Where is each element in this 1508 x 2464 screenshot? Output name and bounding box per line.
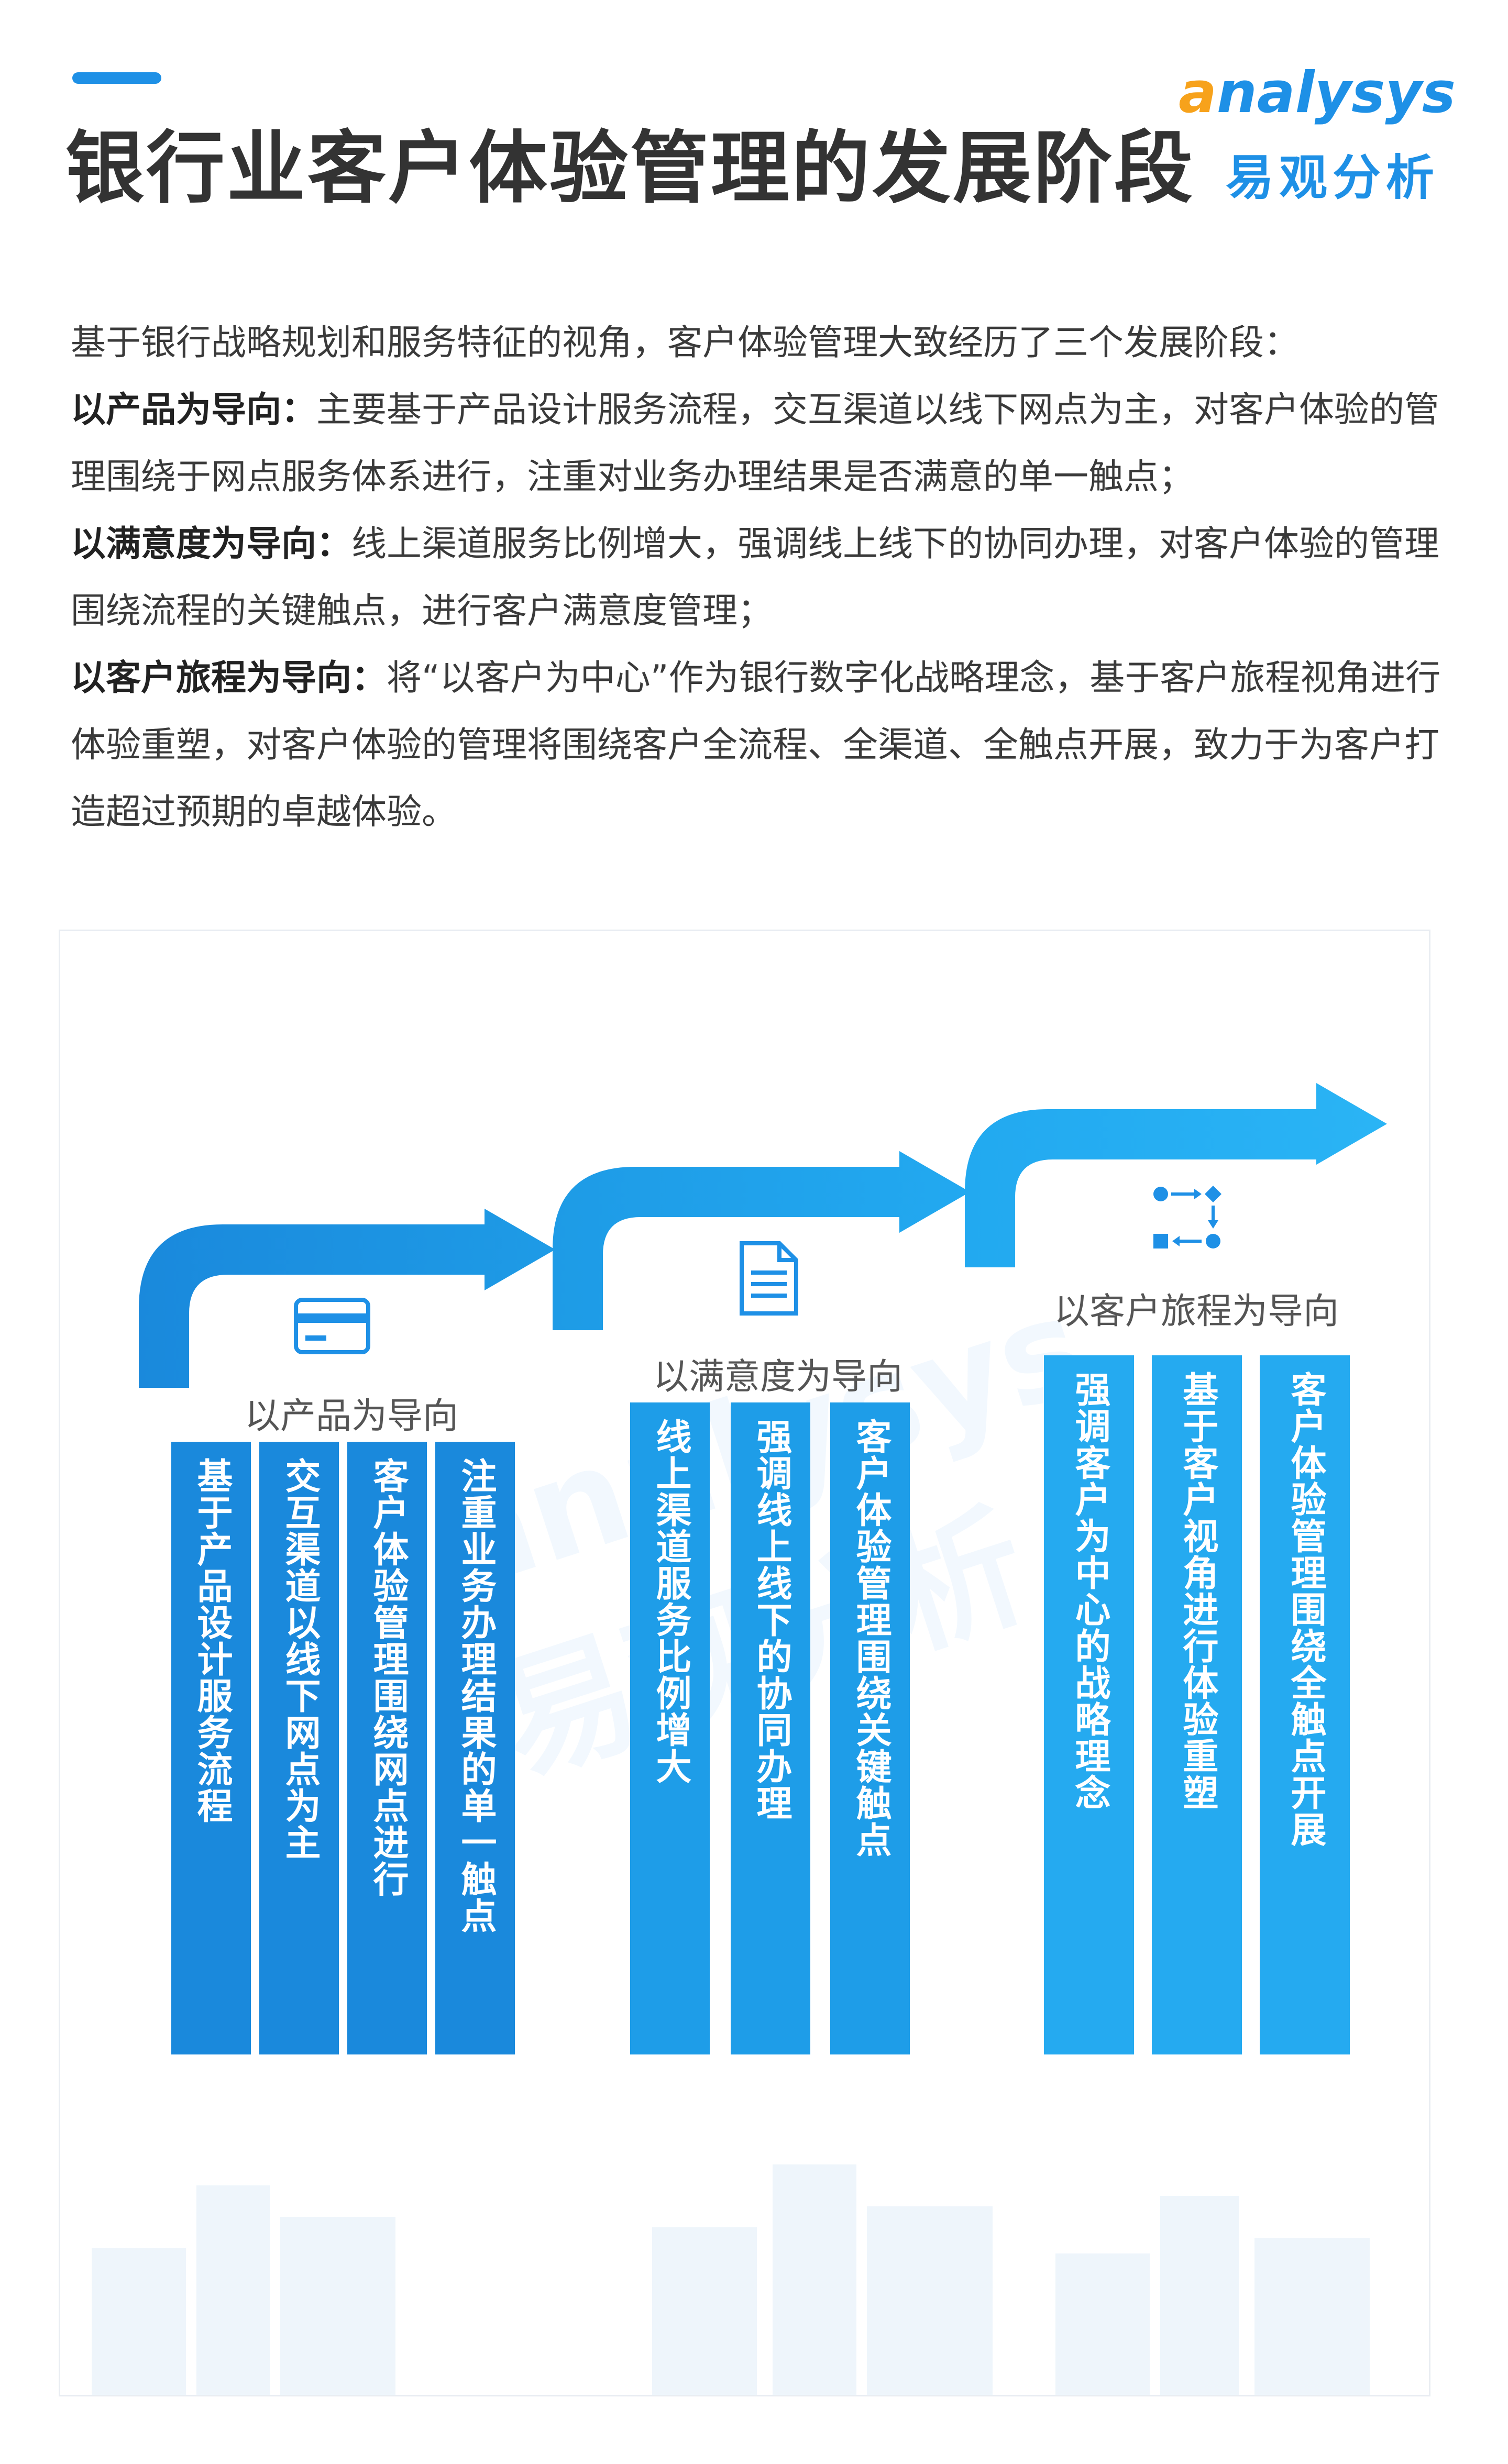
stage-arrow-3 <box>965 1083 1387 1267</box>
stages-diagram-panel: analysys 易观分析 以产品为导向 以满意度为导向 <box>59 930 1430 2396</box>
stage-2-column-1: 线上渠道服务比例增大 <box>630 1402 710 2054</box>
logo-chinese: 易观分析 <box>1226 150 1440 206</box>
analysys-logo: analysys 易观分析 <box>1179 60 1456 217</box>
title-accent-bar <box>72 72 161 84</box>
stage-3-column-2: 基于客户视角进行体验重塑 <box>1152 1355 1242 2054</box>
stage-title-product: 以产品为导向 <box>245 1396 459 1437</box>
stage-title-satisfaction: 以满意度为导向 <box>653 1356 903 1398</box>
stage-3-column-1: 强调客户为中心的战略理念 <box>1044 1355 1134 2054</box>
intro-paragraph-product: 以产品为导向：主要基于产品设计服务流程，交互渠道以线下网点为主，对客户体验的管理… <box>71 389 1439 497</box>
credit-card-icon <box>294 1298 370 1354</box>
stage-arrow-1 <box>139 1209 555 1388</box>
logo-english: analysys <box>1179 60 1456 126</box>
intro-paragraph-satisfaction: 以满意度为导向：线上渠道服务比例增大，强调线上线下的协同办理，对客户体验的管理围… <box>71 523 1439 631</box>
stage-3-column-3: 客户体验管理围绕全触点开展 <box>1260 1355 1350 2054</box>
stage-2-column-2: 强调线上线下的协同办理 <box>731 1402 810 2054</box>
stage-1-column-3: 客户体验管理围绕网点进行 <box>347 1442 427 2054</box>
stage-1-column-2: 交互渠道以线下网点为主 <box>259 1442 339 2054</box>
intro-paragraph-journey: 以客户旅程为导向：将“以客户为中心”作为银行数字化战略理念，基于客户旅程视角进行… <box>71 657 1441 832</box>
cityscape-background <box>92 2164 1370 2395</box>
stage-1-column-1: 基于产品设计服务流程 <box>171 1442 251 2054</box>
stage-2-column-3: 客户体验管理围绕关键触点 <box>830 1402 910 2054</box>
stage-title-journey: 以客户旅程为导向 <box>1054 1291 1339 1332</box>
document-icon <box>740 1241 798 1316</box>
intro-line: 基于银行战略规划和服务特征的视角，客户体验管理大致经历了三个发展阶段： <box>71 322 1299 363</box>
stage-arrow-2 <box>553 1151 970 1330</box>
page-title: 银行业客户体验管理的发展阶段 <box>65 123 1195 214</box>
stage-1-column-4: 注重业务办理结果的单一触点 <box>435 1442 515 2054</box>
stair-arrows <box>139 1083 1387 1388</box>
flow-process-icon <box>1153 1186 1221 1248</box>
intro-text: 基于银行战略规划和服务特征的视角，客户体验管理大致经历了三个发展阶段： 以产品为… <box>71 309 1443 845</box>
